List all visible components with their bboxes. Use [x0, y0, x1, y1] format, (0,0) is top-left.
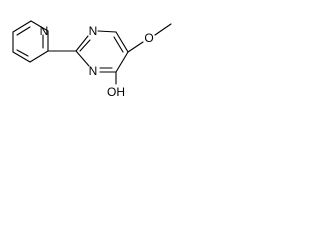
- chemical-structure: N N N O OH: [12, 20, 172, 99]
- bond: [115, 51, 129, 73]
- atom-label-o: O: [144, 31, 153, 45]
- atom-label-n: N: [89, 24, 98, 38]
- atom-label-n: N: [40, 24, 49, 38]
- bond: [12, 20, 32, 33]
- double-bond-inner: [16, 49, 29, 57]
- pyrimidine-ring: [75, 30, 129, 73]
- bond: [12, 51, 31, 63]
- bond-c-o: [127, 41, 144, 53]
- double-bond-inner: [79, 39, 91, 52]
- bond: [30, 20, 49, 32]
- bond: [75, 35, 89, 52]
- atom-label-oh: OH: [107, 85, 125, 99]
- double-bond-inner: [113, 36, 124, 53]
- bond: [115, 31, 129, 53]
- bond: [29, 50, 49, 63]
- bond-o-ch3: [154, 23, 172, 36]
- bond: [75, 50, 90, 67]
- bond: [97, 30, 117, 33]
- atom-label-n: N: [89, 64, 98, 78]
- pyridine-ring: [12, 20, 49, 63]
- double-bond-inner: [16, 26, 31, 36]
